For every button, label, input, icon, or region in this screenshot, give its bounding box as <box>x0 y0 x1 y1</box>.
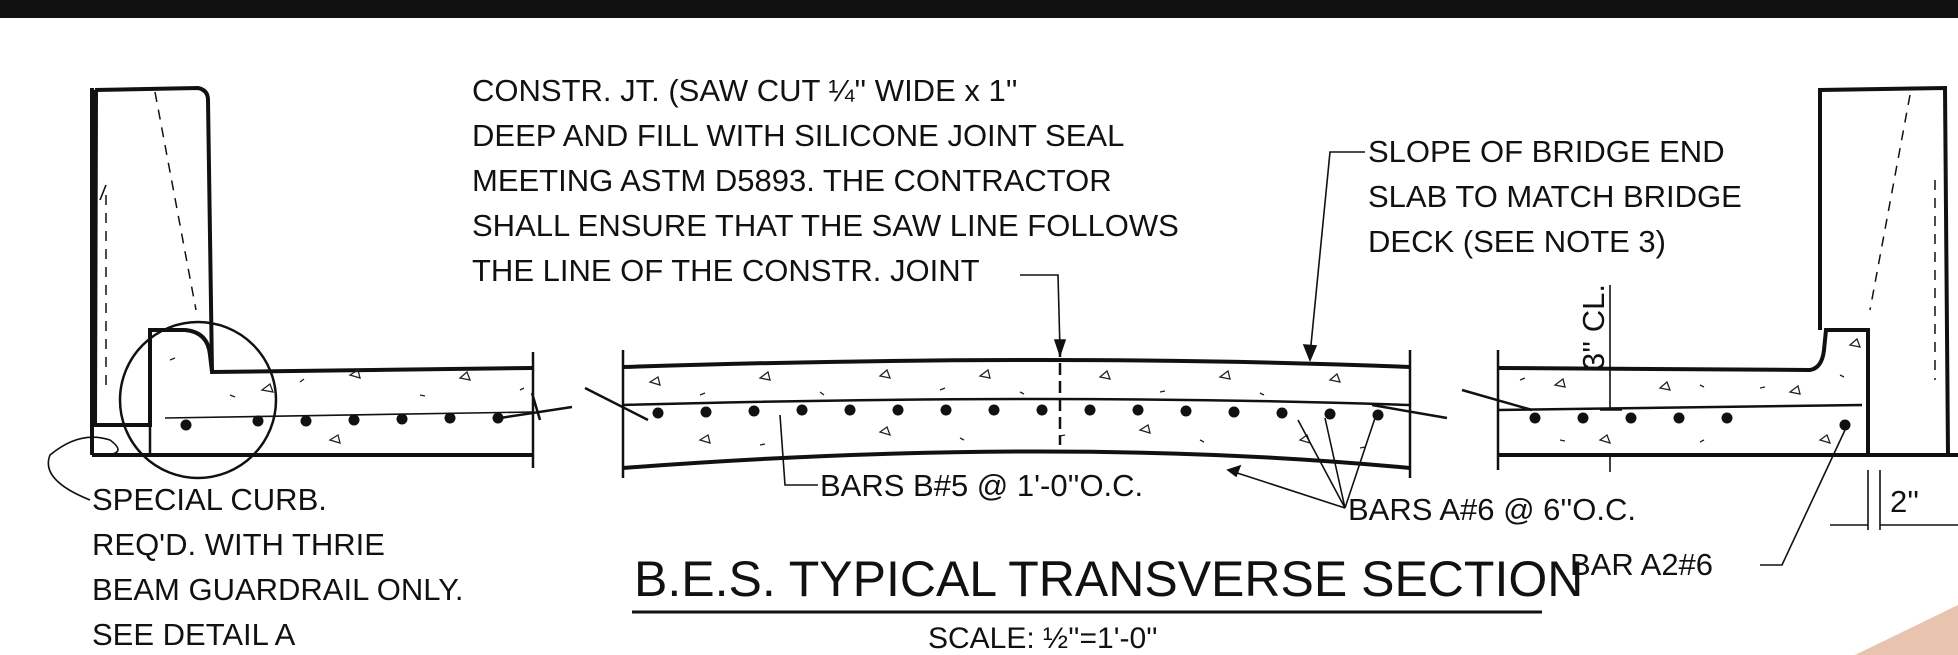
curb-note-line-2: REQ'D. WITH THRIE <box>92 527 385 562</box>
break-line-center-left <box>584 386 649 422</box>
detail-a-circle <box>118 320 278 480</box>
rebar-dot <box>1721 412 1733 424</box>
rebar-dot <box>348 414 360 426</box>
cover-label: 3'' CL. <box>1576 284 1611 370</box>
drawing-scale: SCALE: ½''=1'-0'' <box>928 622 1158 655</box>
rebar-dot <box>940 404 952 416</box>
right-barrier <box>1496 85 1958 470</box>
cj-note-line-3: MEETING ASTM D5893. THE CONTRACTOR <box>472 163 1112 198</box>
rebar-dot <box>1839 419 1851 431</box>
concrete-hatch <box>169 337 1862 449</box>
bars-a-label: BARS A#6 @ 6''O.C. <box>1348 492 1636 527</box>
curb-note-line-1: SPECIAL CURB. <box>92 482 327 517</box>
rebar-dot <box>444 412 456 424</box>
center-slab <box>621 345 1412 478</box>
drawing-title: B.E.S. TYPICAL TRANSVERSE SECTION <box>634 551 1583 607</box>
rebar-dot <box>1577 412 1589 424</box>
rebar-dot <box>1180 405 1192 417</box>
top-border <box>0 0 1958 18</box>
rebar-dot <box>180 419 192 431</box>
slope-note-line-1: SLOPE OF BRIDGE END <box>1368 134 1725 169</box>
break-line-right <box>1461 388 1533 412</box>
rebar-dot <box>300 415 312 427</box>
rebar-dot <box>1324 408 1336 420</box>
cj-note-line-4: SHALL ENSURE THAT THE SAW LINE FOLLOWS <box>472 208 1179 243</box>
left-barrier <box>90 85 533 480</box>
slope-note-line-3: DECK (SEE NOTE 3) <box>1368 224 1666 259</box>
leader-lines <box>47 151 1958 566</box>
rebar-dot <box>1132 404 1144 416</box>
slope-note-line-2: SLAB TO MATCH BRIDGE <box>1368 179 1742 214</box>
rebar-dot <box>1625 412 1637 424</box>
rebar-dot <box>252 415 264 427</box>
rebar-dot <box>700 406 712 418</box>
rebar-dot <box>1228 406 1240 418</box>
rebar-dot <box>748 405 760 417</box>
rebar-dot <box>1529 412 1541 424</box>
cj-note-line-5: THE LINE OF THE CONSTR. JOINT <box>472 253 980 288</box>
cj-note-line-2: DEEP AND FILL WITH SILICONE JOINT SEAL <box>472 118 1124 153</box>
rebar-dot <box>1084 404 1096 416</box>
rebar-dot <box>652 407 664 419</box>
curb-note-line-4: SEE DETAIL A <box>92 617 296 652</box>
rebar-dot <box>988 404 1000 416</box>
rebar-dot <box>1673 412 1685 424</box>
curb-note-line-3: BEAM GUARDRAIL ONLY. <box>92 572 464 607</box>
rebar-dot <box>1372 409 1384 421</box>
edge-dim-label: 2'' <box>1890 484 1919 519</box>
rebar-dot <box>844 404 856 416</box>
corner-watermark <box>1855 605 1958 655</box>
bars-b-label: BARS B#5 @ 1'-0''O.C. <box>820 468 1143 503</box>
break-line-center-right <box>1371 403 1448 420</box>
bar-a2-label: BAR A2#6 <box>1570 547 1713 582</box>
rebar-dot <box>492 412 504 424</box>
rebar-dot <box>396 413 408 425</box>
cj-note-line-1: CONSTR. JT. (SAW CUT ¼'' WIDE x 1'' <box>472 73 1018 108</box>
rebar-dot <box>892 404 904 416</box>
rebar-dot <box>1276 407 1288 419</box>
rebar-dot <box>796 404 808 416</box>
break-line-left <box>499 352 573 468</box>
rebar-group <box>180 404 1851 431</box>
rebar-dot <box>1036 404 1048 416</box>
